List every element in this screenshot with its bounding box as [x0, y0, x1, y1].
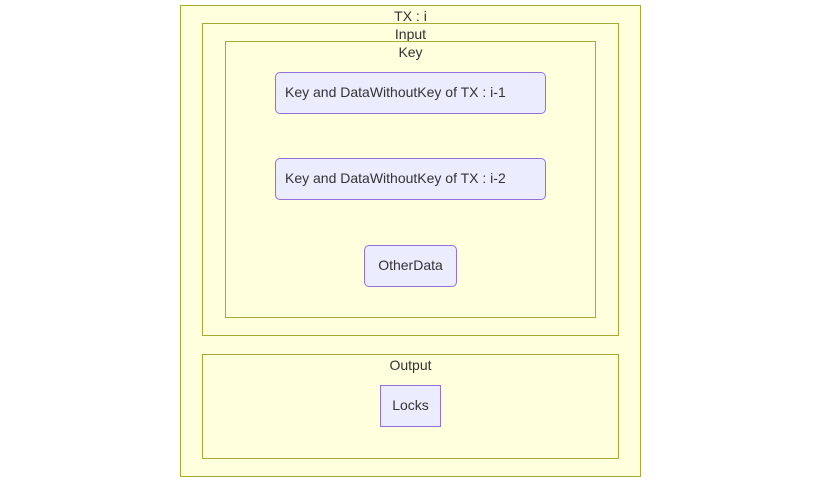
node-key-data-tx-i-2[interactable]: Key and DataWithoutKey of TX : i-2: [275, 158, 546, 200]
cluster-tx-title: TX : i: [394, 8, 427, 24]
node-other-data-label: OtherData: [378, 256, 443, 273]
cluster-input-title: Input: [394, 26, 427, 42]
node-locks[interactable]: Locks: [380, 385, 441, 427]
cluster-key-title: Key: [398, 44, 423, 60]
node-key-data-tx-i-1-label: Key and DataWithoutKey of TX : i-1: [285, 83, 506, 100]
node-key-data-tx-i-2-label: Key and DataWithoutKey of TX : i-2: [285, 169, 506, 186]
node-locks-label: Locks: [392, 396, 429, 413]
cluster-output-title: Output: [389, 357, 432, 373]
node-key-data-tx-i-1[interactable]: Key and DataWithoutKey of TX : i-1: [275, 72, 546, 114]
node-other-data[interactable]: OtherData: [364, 245, 457, 287]
